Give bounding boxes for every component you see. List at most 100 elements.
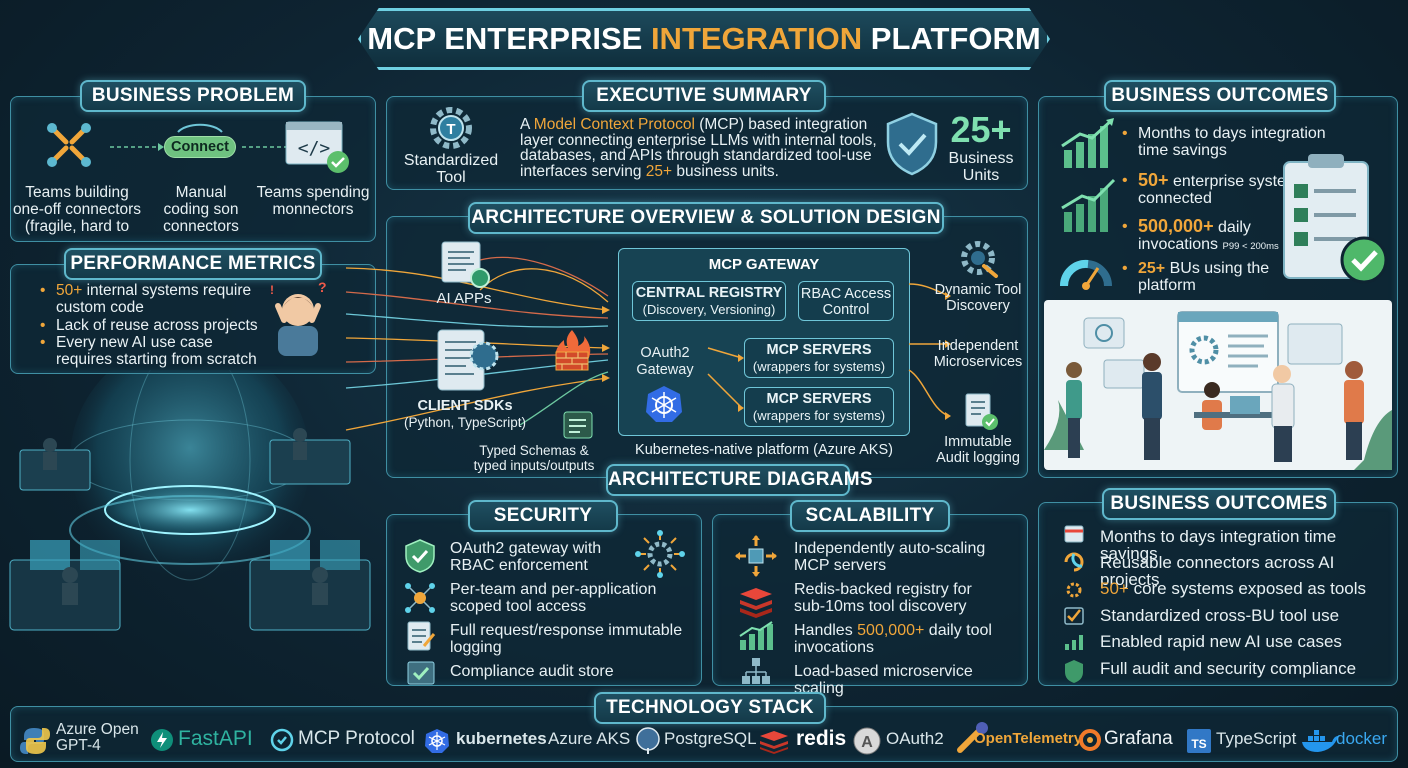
outcome-top-2-text: enterprise systems connected [1138,173,1308,207]
outcome-top-2-highlight: 50+ [1138,170,1169,190]
mcp-servers-2-sub: (wrappers for systems) [752,408,886,423]
outcome-top-item-4: 25+ BUs using the platform [1122,260,1288,294]
svg-text:</>: </> [298,138,331,159]
metric-1-highlight: 50+ [56,282,83,299]
dashed-flow-arrows [110,143,290,151]
speed-gauge-icon [1059,259,1112,290]
firewall-icon [555,330,591,371]
tech-kubernetes: kubernetes [456,729,547,748]
outcome-bottom-item-2: Reusable connectors across AI projects [1100,553,1335,589]
summary-bu-highlight: 25+ [645,162,673,180]
kubernetes-icon [646,386,682,422]
architecture-diagrams-heading: ARCHITECTURE DIAGRAMS [606,464,873,496]
tech-mcp-protocol: MCP Protocol [298,728,415,749]
problem-col-manual: Manual coding son connectors [158,184,244,235]
business-problem-panel [10,96,376,242]
tech-grafana: Grafana [1104,728,1173,749]
tech-typescript: TypeScript [1216,729,1297,748]
metric-1-text: internal systems require custom code [56,282,252,316]
redis-icon [740,588,772,618]
outcome-top-3-sub: P99 < 200ms [1222,241,1279,252]
client-sdks-sub: (Python, TypeScript) [403,415,527,430]
mcp-protocol-icon [270,728,294,752]
client-sdks-label: CLIENT SDKs [417,398,513,414]
problem-col-spending: Teams spending monnectors [254,184,372,218]
scalability-3-pre: Handles [794,622,858,639]
business-outcomes-bottom-panel [1038,502,1398,686]
svg-text:T: T [446,121,455,138]
oauth-gateway-label: OAuth2 Gateway [636,345,694,378]
outcome-bottom-item-3: 50+ core systems exposed as tools [1100,580,1392,597]
outcome-top-item-1: Months to days integration time savings [1122,125,1354,159]
scalability-3-highlight: 500,000+ [857,622,925,639]
title-highlight: INTEGRATION [650,21,863,56]
fastapi-icon [151,729,173,751]
shield-icon [405,539,435,573]
grafana-logo-icon [1079,729,1101,751]
title-part-1: MCP ENTERPRISE [367,21,651,56]
business-problem-heading: BUSINESS PROBLEM [80,80,306,112]
metric-item-1: 50+ internal systems require custom code [40,282,270,316]
scalability-heading: SCALABILITY [790,500,950,532]
compliance-store-icon [407,661,435,685]
security-item-1: OAuth2 gateway with RBAC enforcement [450,540,602,574]
gear-tool-icon: T [430,107,472,149]
tech-opentelemetry: OpenTelemetry [974,730,1083,747]
performance-metrics-heading: PERFORMANCE METRICS [64,248,322,280]
svg-text:?: ? [318,279,327,295]
operations-center-illustration [9,370,371,631]
central-registry-title: CENTRAL REGISTRY [635,285,783,301]
metric-3-text: Every new AI use case requires starting … [56,334,257,368]
summary-text-post: business units. [672,162,779,180]
metric-2-text: Lack of reuse across projects [56,317,258,334]
tech-oauth2: OAuth2 [886,729,944,748]
security-item-3: Full request/response immutable logging [450,622,683,656]
auto-scale-arrows-icon [735,535,777,577]
executive-summary-heading: EXECUTIVE SUMMARY [582,80,826,112]
tech-azure-openai: Azure Open GPT-4 [56,721,139,754]
architecture-heading: ARCHITECTURE OVERVIEW & SOLUTION DESIGN [468,202,944,234]
scalability-item-3: Handles 500,000+ daily tool invocations [794,622,1000,656]
scalability-item-4: Load-based microservice scaling [794,663,973,697]
outcome-bottom-3-text: core systems exposed as tools [1128,579,1367,598]
mcp-servers-1-title: MCP SERVERS [766,342,872,358]
postgresql-elephant-icon [636,727,660,754]
tech-postgresql: PostgreSQL [664,729,757,748]
ai-app-window-icon [441,241,490,288]
outcome-top-1-text: Months to days integration time savings [1138,125,1326,159]
growth-chart-icon-2 [1061,178,1116,232]
outcome-top-3-text: daily invocations [1138,219,1251,253]
scalability-panel [712,514,1028,686]
mcp-gateway-title: MCP GATEWAY [708,256,820,273]
outcome-bottom-item-5: Enabled rapid new AI use cases [1100,632,1342,651]
problem-col-one-off: Teams building one-off connectors (fragi… [12,184,142,235]
problem-col2-text: Manual coding son connectors [163,184,239,235]
client-sdk-icon [437,329,499,391]
oauth-logo-icon: A [853,727,881,755]
metric-item-2: Lack of reuse across projects [40,317,270,334]
outcome-top-4-highlight: 25+ [1138,260,1166,277]
team-collaboration-illustration [1044,300,1392,470]
k8s-platform-label: Kubernetes-native platform (Azure AKS) [635,442,893,458]
tech-docker: docker [1336,729,1388,748]
business-units-number: 25+ [950,109,1012,150]
redis-logo-icon [760,731,788,754]
dynamic-discovery-gear-icon [961,241,998,278]
outcome-bottom-item-6: Full audit and security compliance [1100,659,1357,678]
ai-apps-label: AI APPs [436,290,492,307]
central-registry-box: CENTRAL REGISTRY (Discovery, Versioning) [632,281,786,321]
outcome-top-4-text: BUs using the platform [1138,260,1270,294]
technology-stack-heading: TECHNOLOGY STACK [594,692,826,724]
summary-text-pre: A [520,116,534,133]
outcome-bottom-3-highlight: 50+ [1100,579,1129,598]
outcome-bottom-item-1: Months to days integration time savings [1100,527,1337,563]
tech-fastapi: FastAPI [178,727,253,750]
problem-col3-text: Teams spending monnectors [256,184,370,218]
connect-button: Connect [164,136,236,158]
network-gear-icon [635,530,685,578]
central-registry-sub: (Discovery, Versioning) [642,302,776,317]
rbac-box: RBAC Access Control [798,281,894,321]
problem-col1-text: Teams building one-off connectors (fragi… [12,184,142,235]
code-window-icon: </> [285,121,349,173]
checklist-clipboard-icon [1283,154,1388,284]
